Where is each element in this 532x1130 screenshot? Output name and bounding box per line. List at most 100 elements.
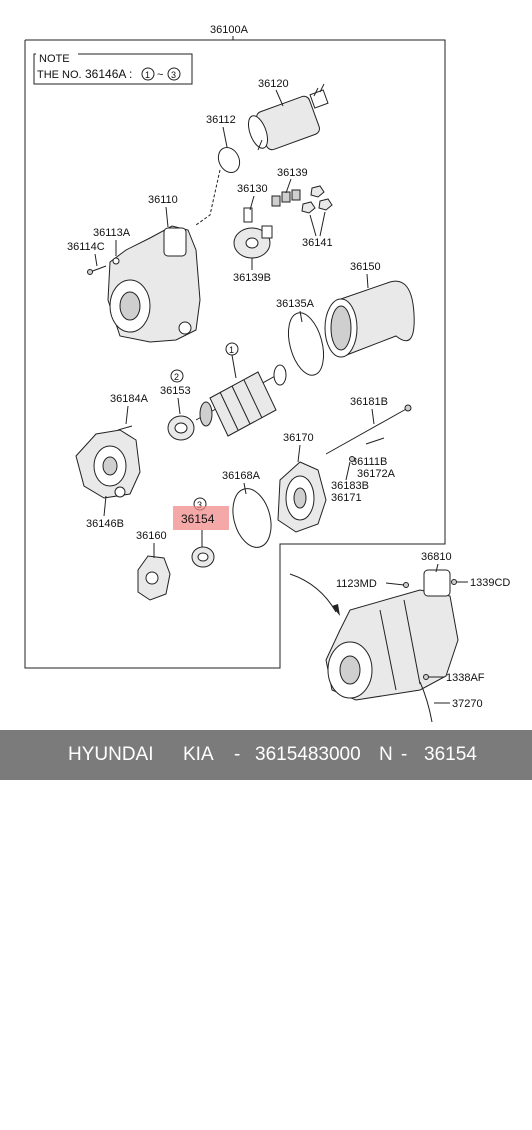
leader-36153 (177, 397, 181, 415)
brush-holder-36130 (233, 207, 273, 259)
leader-36110 (165, 206, 169, 228)
label-36110: 36110 (148, 194, 178, 206)
label-36160: 36160 (136, 530, 167, 542)
label-36141: 36141 (302, 237, 333, 249)
leader-36184A (125, 405, 129, 425)
screw-36172A (365, 437, 385, 445)
label-36170: 36170 (283, 432, 314, 444)
leader-36114C (94, 253, 98, 267)
leader-36139 (285, 178, 292, 194)
screw-36184A (117, 425, 133, 431)
end-cover-36146B (75, 429, 141, 499)
dash-36112 (195, 169, 221, 226)
label-36111B: 36111B (351, 456, 387, 468)
label-36183B: 36183B (331, 480, 369, 492)
label-36139: 36139 (277, 167, 308, 179)
note-title: NOTE (39, 53, 70, 65)
label-36153: 36153 (160, 385, 191, 397)
label-1339CD: 1339CD (470, 577, 510, 589)
assembly-frame (24, 39, 446, 669)
nut-1338AF (423, 674, 429, 680)
washer-36183B (349, 456, 355, 462)
assembled-starter (325, 569, 459, 723)
label-36150: 36150 (350, 261, 381, 273)
bearing-36154[interactable] (191, 546, 215, 568)
circle-1-label: 1 (229, 345, 234, 355)
label-36139B: 36139B (233, 272, 271, 284)
label-36113A: 36113A (93, 227, 131, 239)
assembly-arrow-head (332, 604, 340, 616)
label-36168A: 36168A (222, 470, 261, 482)
note-range-sep: ~ (157, 69, 163, 81)
label-1338AF: 1338AF (446, 672, 485, 684)
footer-make: KIA (183, 744, 214, 765)
housing-36170 (277, 461, 327, 533)
note-circle-1 (141, 67, 155, 81)
leader-36141a (309, 214, 317, 237)
solenoid-36120 (247, 83, 329, 151)
leader-36135A (299, 310, 303, 323)
leader-36181B (371, 408, 375, 425)
washer-36113A (112, 257, 120, 265)
bolt-1123MD (403, 582, 409, 588)
bearing-36153 (167, 415, 195, 441)
bolt-1339CD (451, 579, 457, 585)
armature-36100 (195, 364, 287, 437)
ring-36135A (287, 312, 325, 376)
gear-36160 (137, 555, 171, 601)
assembly-number-label: 36100A (210, 24, 249, 36)
leader-36150 (366, 273, 369, 289)
note-range-from: 1 (145, 70, 150, 80)
exploded-parts-diagram: 36100A NOTE THE NO. 36146A : 1 ~ 3 36120… (24, 24, 510, 723)
leader-36183B (345, 461, 351, 481)
footer-n-value: 36154 (424, 744, 477, 765)
bolt-head-36181B (404, 404, 412, 412)
highlight-36154 (173, 506, 229, 530)
leader-36130 (249, 195, 255, 211)
leader-36170 (297, 444, 301, 463)
note-circle-3 (167, 67, 181, 81)
label-36172A: 36172A (357, 468, 396, 480)
assembly-arrow (289, 573, 337, 613)
label-36184A: 36184A (110, 393, 149, 405)
housing-36110 (107, 225, 201, 343)
leader-36120 (275, 89, 284, 107)
part-info-footer: HYUNDAI KIA - 3615483000 N - 36154 (0, 730, 532, 780)
circle-2-label: 2 (174, 372, 179, 382)
oring-36112 (217, 146, 241, 174)
circle-3-label: 3 (197, 500, 202, 510)
leader-36112 (222, 126, 228, 148)
note-range-to: 3 (171, 70, 176, 80)
leader-1123MD (385, 582, 405, 586)
leader-36168A (243, 482, 247, 495)
label-36130: 36130 (237, 183, 268, 195)
label-36112: 36112 (206, 114, 236, 126)
footer-brand: HYUNDAI (68, 744, 154, 765)
footer-part-number: 3615483000 (255, 744, 361, 765)
footer-n-separator: - (401, 744, 408, 765)
footer-n-label: N (379, 744, 393, 765)
note-prefix: THE NO. (37, 69, 82, 81)
leader-36146B (103, 495, 107, 517)
note-box: NOTE THE NO. 36146A : 1 ~ 3 (33, 52, 193, 85)
label-36135A: 36135A (276, 298, 315, 310)
parts-diagram-canvas: 36100A NOTE THE NO. 36146A : 1 ~ 3 36120… (24, 24, 511, 723)
label-36181B: 36181B (350, 396, 388, 408)
circle-2 (170, 369, 184, 383)
leader-36810 (435, 563, 439, 573)
yoke-36150 (324, 280, 415, 358)
nuts-36141 (301, 185, 333, 214)
leader-circ1 (231, 354, 237, 379)
label-36114C: 36114C (67, 241, 105, 253)
label-36120: 36120 (258, 78, 289, 90)
label-36146B: 36146B (86, 518, 124, 530)
label-36810: 36810 (421, 551, 452, 563)
bolt-36114C (87, 265, 107, 275)
label-1123MD: 1123MD (336, 578, 377, 590)
note-part: 36146A : (85, 67, 132, 81)
footer-separator: - (234, 744, 241, 765)
gasket-36168A (232, 488, 272, 548)
label-36154: 36154 (181, 512, 215, 526)
bolt-36181B (325, 407, 409, 455)
label-37270: 37270 (452, 698, 483, 710)
